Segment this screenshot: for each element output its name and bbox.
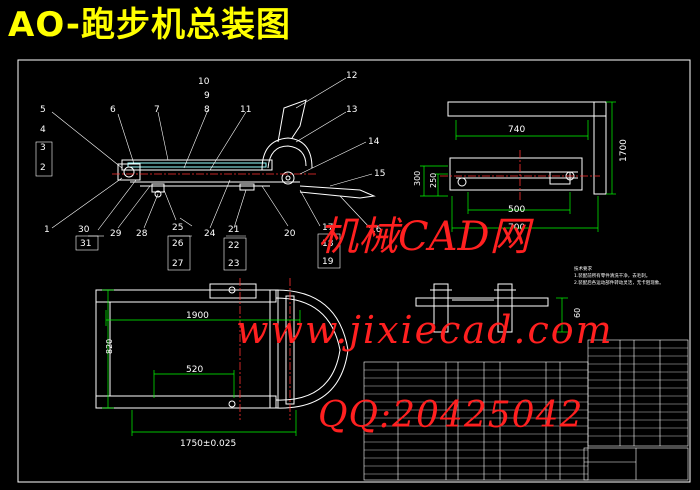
part-label: 28 bbox=[136, 229, 148, 239]
watermark-url: www.jixiecad.com bbox=[236, 308, 614, 352]
dim-500: 500 bbox=[508, 205, 525, 215]
top-view-dims bbox=[102, 289, 301, 436]
part-label: 15 bbox=[374, 169, 385, 179]
top-view-dim-labels: 1900 520 1750±0.025 820 bbox=[105, 311, 236, 449]
side-view bbox=[447, 101, 607, 195]
part-label: 9 bbox=[204, 91, 210, 101]
part-label: 22 bbox=[228, 241, 239, 251]
bom-table bbox=[363, 339, 689, 481]
part-label: 26 bbox=[172, 239, 184, 249]
front-view bbox=[117, 99, 376, 199]
dim-60: 60 bbox=[573, 308, 582, 318]
part-label: 24 bbox=[204, 229, 216, 239]
part-label: 13 bbox=[346, 105, 357, 115]
part-label: 1 bbox=[44, 225, 50, 235]
watermark-qq: QQ:20425042 bbox=[318, 395, 584, 436]
part-label: 4 bbox=[40, 125, 46, 135]
part-label: 6 bbox=[110, 105, 116, 115]
dim-300: 300 bbox=[413, 171, 422, 186]
part-label: 17 bbox=[322, 223, 333, 233]
side-view-centerlines bbox=[440, 150, 600, 200]
part-label: 7 bbox=[154, 105, 160, 115]
dim-700: 700 bbox=[508, 223, 525, 233]
detail-view-dims bbox=[556, 297, 568, 333]
drawing-title: AO-跑步机总装图 bbox=[8, 5, 291, 45]
part-label: 29 bbox=[110, 229, 122, 239]
dim-1700: 1700 bbox=[619, 139, 629, 162]
top-view bbox=[95, 283, 349, 409]
front-view-leaders bbox=[51, 77, 373, 237]
part-label: 14 bbox=[368, 137, 380, 147]
tech-note: 2.装配后各运动部件转动灵活，无卡阻现象。 bbox=[574, 281, 664, 286]
part-label: 20 bbox=[284, 229, 296, 239]
drawing-border bbox=[17, 59, 691, 483]
dim-250: 250 bbox=[429, 173, 438, 188]
tech-note: 1.装配前所有零件清洗干净，去毛刺。 bbox=[574, 274, 651, 279]
part-label: 18 bbox=[322, 239, 334, 249]
part-label: 21 bbox=[228, 225, 239, 235]
side-view-dims bbox=[420, 101, 616, 232]
part-label: 25 bbox=[172, 223, 183, 233]
part-label: 5 bbox=[40, 105, 46, 115]
part-label: 3 bbox=[40, 143, 46, 153]
tech-note-heading: 技术要求 bbox=[574, 267, 592, 272]
part-label: 19 bbox=[322, 257, 334, 267]
part-label: 12 bbox=[346, 71, 357, 81]
part-label: 10 bbox=[198, 77, 210, 87]
part-label: 23 bbox=[228, 259, 239, 269]
dim-1900: 1900 bbox=[186, 311, 209, 321]
tech-notes: 技术要求 1.装配前所有零件清洗干净，去毛刺。 2.装配后各运动部件转动灵活，无… bbox=[574, 266, 664, 287]
dim-820: 820 bbox=[105, 339, 114, 354]
part-label: 16 bbox=[370, 225, 382, 235]
dim-520: 520 bbox=[186, 365, 203, 375]
part-label: 8 bbox=[204, 105, 210, 115]
part-label: 31 bbox=[80, 239, 91, 249]
part-label: 11 bbox=[240, 105, 251, 115]
side-view-dim-labels: 740 500 700 300 250 1700 bbox=[413, 125, 629, 233]
part-labels: 5 4 3 2 1 6 7 8 9 10 11 12 13 14 15 16 3… bbox=[35, 71, 385, 271]
detail-view bbox=[415, 283, 549, 333]
bom-rows bbox=[364, 347, 688, 475]
part-label: 30 bbox=[78, 225, 90, 235]
top-view-centerlines bbox=[239, 278, 291, 420]
dim-1750: 1750±0.025 bbox=[180, 439, 236, 449]
watermark-site-name: 机械CAD网 bbox=[318, 214, 530, 260]
part-label: 2 bbox=[40, 163, 46, 173]
dim-740: 740 bbox=[508, 125, 525, 135]
part-label: 27 bbox=[172, 259, 183, 269]
